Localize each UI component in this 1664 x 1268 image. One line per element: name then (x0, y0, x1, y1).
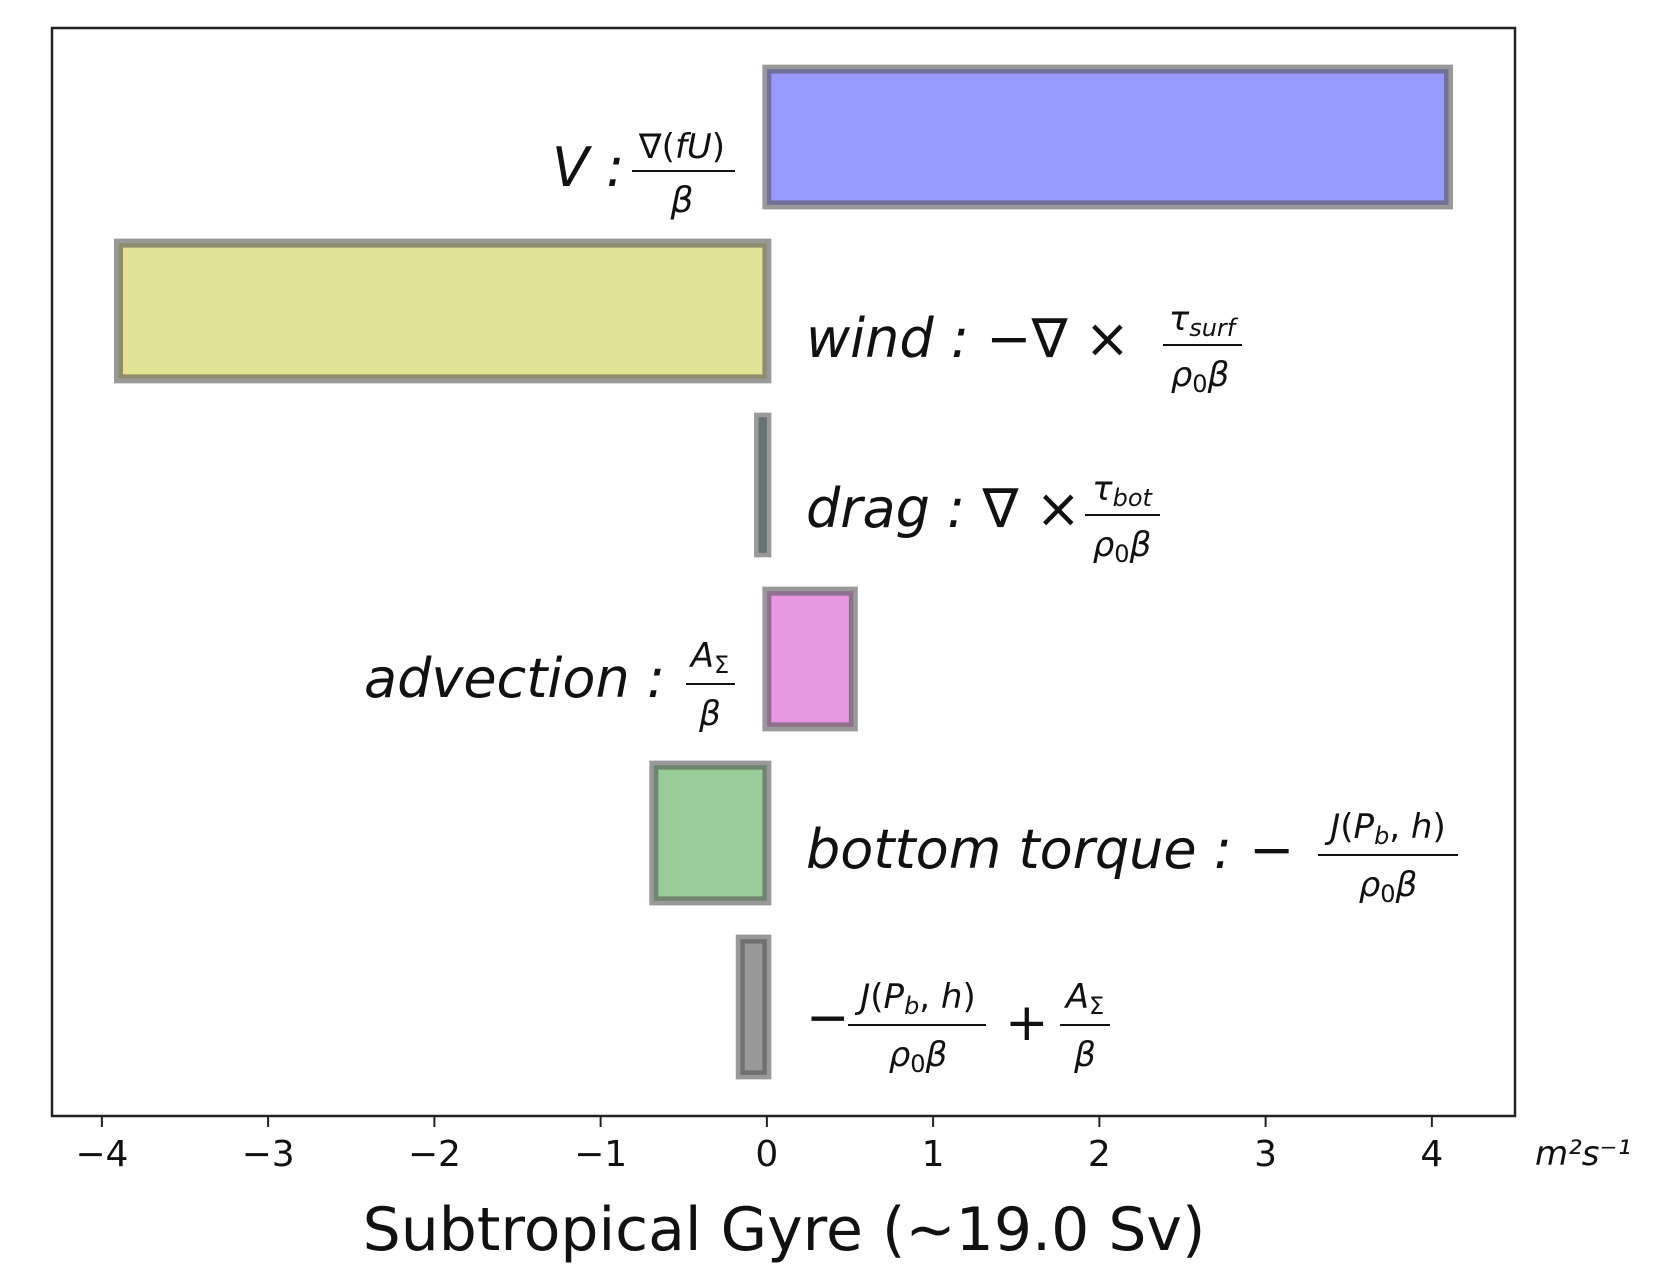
svg-text:bottom torque : −: bottom torque : − (806, 818, 1294, 881)
svg-text:drag : ∇ ×: drag : ∇ × (806, 477, 1081, 540)
bar-label-drag: drag : ∇ × τbot ρ0β (806, 469, 1160, 568)
bar-sum (735, 934, 772, 1080)
bar-label-V: V : ∇(fU) β (552, 127, 735, 221)
x-tick-label: 3 (1254, 1134, 1277, 1175)
bar-bottom_torque (649, 760, 772, 906)
bar-label-wind: wind : −∇ × τsurf ρ0β (806, 299, 1242, 398)
bar-labels: V : ∇(fU) β wind : −∇ × τsurf ρ0β drag :… (364, 127, 1458, 1078)
x-tick-label: 4 (1420, 1134, 1443, 1175)
x-unit-label: m²s⁻¹ (1535, 1134, 1631, 1174)
svg-text:wind : −∇ ×: wind : −∇ × (806, 307, 1130, 370)
bar-drag (754, 412, 772, 558)
x-tick-label: 1 (922, 1134, 945, 1175)
x-tick-label: 0 (755, 1134, 778, 1175)
x-axis-label: Subtropical Gyre (~19.0 Sv) (363, 1195, 1206, 1265)
x-axis-ticks: −4 −3 −2 −1 0 1 2 3 4 (75, 1116, 1443, 1175)
x-tick-label: −1 (574, 1134, 627, 1175)
svg-text:ρ0β: ρ0β (1171, 355, 1230, 398)
x-tick-label: −3 (242, 1134, 295, 1175)
svg-text:V :: V : (552, 136, 624, 199)
svg-text:β: β (698, 694, 721, 734)
bar-label-advection: advection : AΣ β (364, 636, 735, 734)
svg-text:β: β (1073, 1035, 1096, 1075)
svg-text:∇(fU): ∇(fU) (638, 127, 725, 167)
svg-text:−: − (806, 988, 850, 1048)
svg-text:J(Pb, h): J(Pb, h) (854, 977, 976, 1020)
svg-text:+: + (1005, 993, 1049, 1053)
bars-group (114, 64, 1453, 1080)
bar-wind (114, 238, 772, 384)
svg-text:ρ0β: ρ0β (889, 1035, 948, 1078)
svg-text:advection :: advection : (364, 647, 665, 710)
bar-label-sum: − J(Pb, h) ρ0β + AΣ β (806, 977, 1110, 1078)
x-tick-label: 2 (1088, 1134, 1111, 1175)
x-tick-label: −4 (75, 1134, 128, 1175)
svg-text:AΣ: AΣ (1064, 977, 1104, 1020)
svg-text:β: β (670, 180, 694, 221)
bar-V (762, 64, 1453, 210)
bar-advection (762, 586, 858, 732)
x-tick-label: −2 (408, 1134, 461, 1175)
